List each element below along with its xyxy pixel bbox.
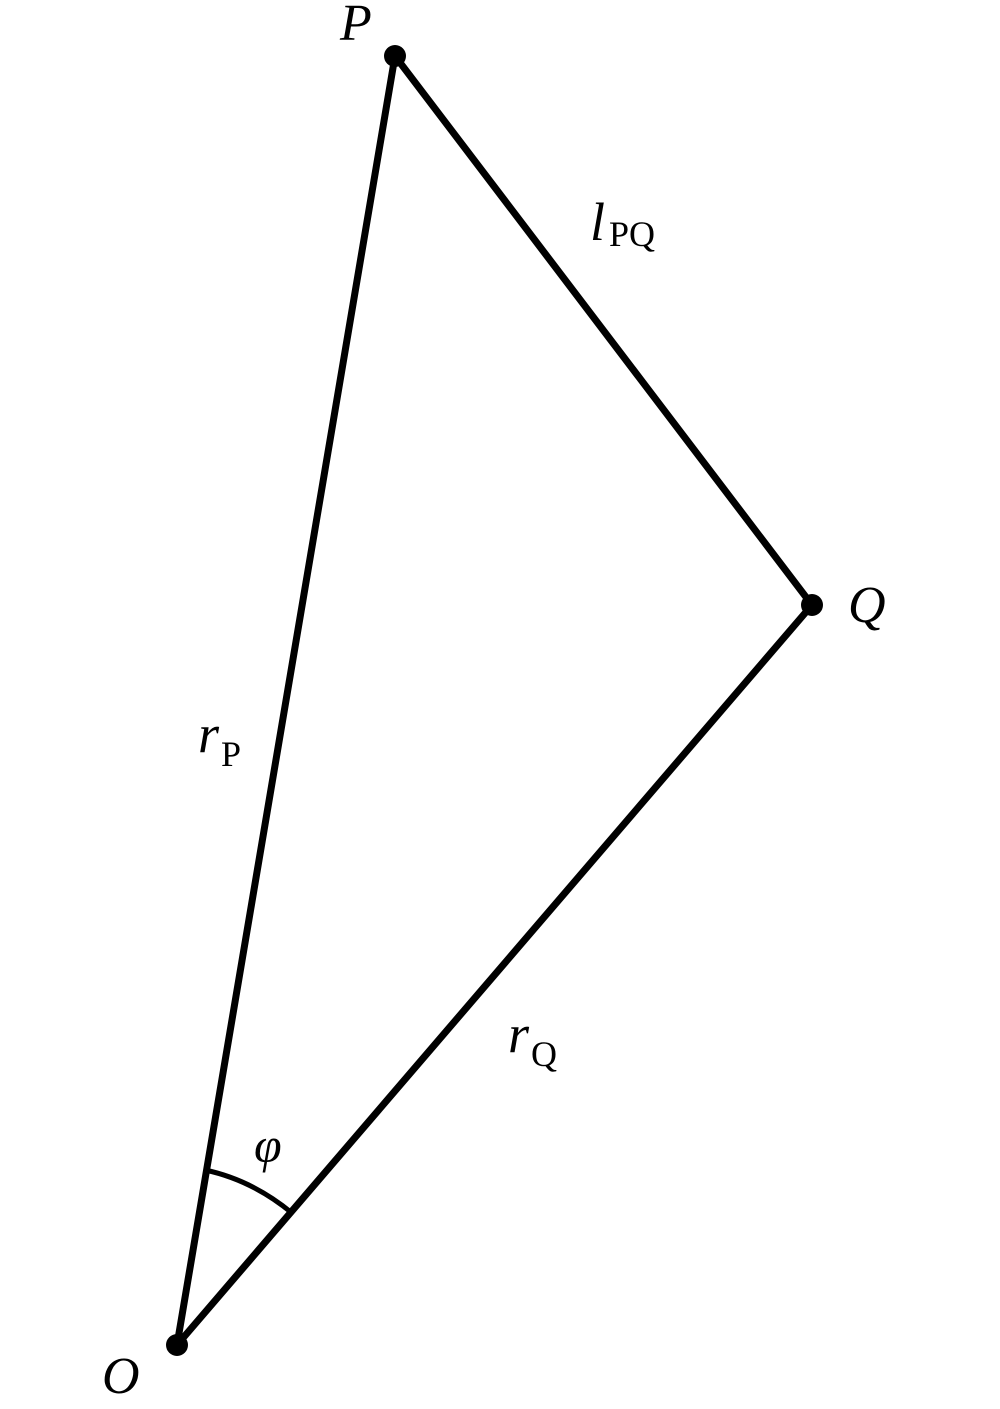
label-rp-main: r <box>198 704 220 764</box>
label-phi: φ <box>254 1117 282 1173</box>
vertex-p <box>384 45 406 67</box>
vertex-o <box>166 1334 188 1356</box>
label-q: Q <box>848 577 886 634</box>
label-rp-sub: P <box>221 734 241 774</box>
label-lpq-main: l <box>590 192 605 252</box>
label-lpq-sub: PQ <box>609 214 655 254</box>
vertex-q <box>801 594 823 616</box>
edge-oq <box>173 601 816 1349</box>
label-rq: rQ <box>508 1004 557 1074</box>
label-rp: rP <box>198 704 241 774</box>
label-o: O <box>102 1348 140 1405</box>
label-p: P <box>339 0 372 52</box>
label-rq-sub: Q <box>531 1034 557 1074</box>
edge-op <box>173 52 399 1349</box>
angle-arc <box>204 1167 294 1215</box>
edge-pq <box>391 52 816 609</box>
label-rq-main: r <box>508 1004 530 1064</box>
